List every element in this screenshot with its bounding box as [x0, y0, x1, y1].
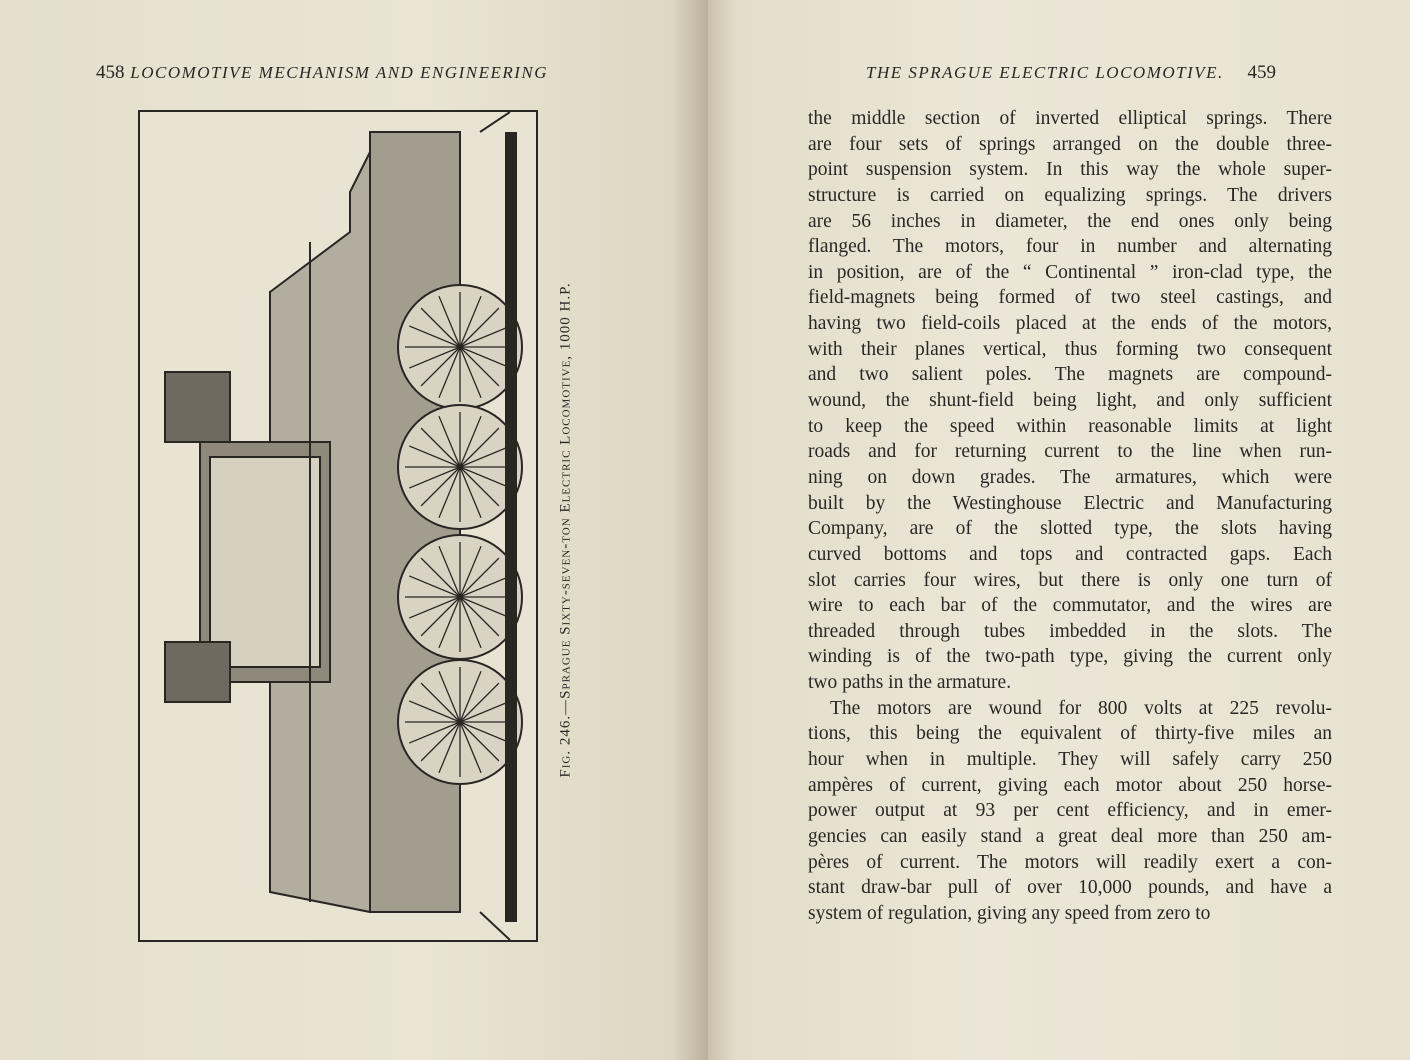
locomotive-illustration	[138, 110, 538, 942]
wheel-spoke	[438, 721, 461, 774]
wheel-spoke	[438, 415, 461, 468]
wheel-spoke	[438, 466, 461, 519]
wheel-spoke	[459, 682, 500, 723]
page-number-left: 458	[96, 62, 125, 83]
wheel-spoke	[459, 545, 482, 598]
text-line: point suspension system. In this way the…	[808, 159, 1332, 181]
text-line: with their planes vertical, thus forming…	[808, 338, 1332, 360]
text-line: ampères of current, giving each motor ab…	[808, 774, 1332, 796]
text-line: flanged. The motors, four in number and …	[808, 236, 1332, 258]
wheel-spoke	[459, 721, 512, 744]
wheel-spoke	[459, 466, 482, 519]
wheel-spoke	[408, 575, 461, 598]
wheel-spoke	[459, 427, 500, 468]
right-running-head: THE SPRAGUE ELECTRIC LOCOMOTIVE. 459	[866, 62, 1276, 84]
wheel-spoke	[459, 596, 500, 637]
left-running-head: 458 LOCOMOTIVE MECHANISM AND ENGINEERING	[96, 62, 548, 84]
text-line: having two field-coils placed at the end…	[808, 313, 1332, 335]
text-line: and two salient poles. The magnets are c…	[808, 364, 1332, 386]
text-line: curved bottoms and tops and contracted g…	[808, 543, 1332, 565]
wheel-spoke	[459, 721, 500, 762]
wheel-spoke	[420, 721, 461, 762]
wheel-spoke	[459, 596, 482, 649]
wheel-spoke	[420, 466, 461, 507]
wheel-spoke	[459, 575, 512, 598]
text-line: are 56 inches in diameter, the end ones …	[808, 210, 1332, 232]
wheel-spoke	[459, 596, 512, 619]
wheel-spoke	[459, 721, 482, 774]
text-line: built by the Westinghouse Electric and M…	[808, 492, 1332, 514]
text-line: the middle section of inverted elliptica…	[808, 108, 1332, 129]
wheel-spoke	[420, 557, 461, 598]
wheel-spoke	[459, 670, 482, 723]
wheel-spoke	[459, 325, 512, 348]
locomotive-engraving	[164, 112, 523, 940]
text-line: to keep the speed within reasonable limi…	[808, 415, 1332, 437]
wheel-spoke	[420, 596, 461, 637]
wheel-spoke	[459, 445, 512, 468]
text-line: Company, are of the slotted type, the sl…	[808, 518, 1332, 540]
text-line: system of regulation, giving any speed f…	[808, 902, 1211, 924]
right-head-title: THE SPRAGUE ELECTRIC LOCOMOTIVE.	[866, 63, 1224, 82]
text-line: gencies can easily stand a great deal mo…	[808, 825, 1332, 847]
wheel-spoke	[420, 427, 461, 468]
wheel-spoke	[408, 466, 461, 489]
wheel-spoke	[438, 670, 461, 723]
body-text: the middle section of inverted elliptica…	[808, 106, 1332, 927]
text-line: wire to each bar of the commutator, and …	[808, 595, 1332, 617]
page-number-right: 459	[1247, 62, 1277, 83]
wheel-spoke	[408, 325, 461, 348]
wheel-spoke	[420, 682, 461, 723]
text-line: tions, this being the equivalent of thir…	[808, 723, 1332, 745]
wheel-spoke	[408, 596, 461, 619]
figure-caption: Fig. 246.—Sprague Sixty-seven-ton Electr…	[557, 282, 574, 778]
wheel-spoke	[438, 295, 461, 348]
text-line: threaded through tubes imbedded in the s…	[808, 620, 1332, 642]
text-line: structure is carried on equalizing sprin…	[808, 184, 1332, 206]
text-line: roads and for returning current to the l…	[808, 441, 1332, 463]
text-line: slot carries four wires, but there is on…	[808, 569, 1332, 591]
wheel-spoke	[459, 557, 500, 598]
wheel-spoke	[459, 415, 482, 468]
text-line: hour when in multiple. They will safely …	[808, 749, 1332, 771]
wheel-spoke	[408, 445, 461, 468]
text-line: The motors are wound for 800 volts at 22…	[830, 697, 1332, 719]
wheel-spoke	[408, 700, 461, 723]
wheel-spoke	[459, 700, 512, 723]
wheel-spoke	[438, 346, 461, 399]
wheel-spoke	[459, 307, 500, 348]
text-line: power output at 93 per cent efficiency, …	[808, 800, 1332, 822]
text-line: two paths in the armature.	[808, 672, 1012, 694]
wheel-spoke	[459, 346, 512, 369]
wheel-spoke	[459, 346, 500, 387]
wheel-spoke	[420, 346, 461, 387]
wheel-spoke	[438, 545, 461, 598]
text-line: wound, the shunt-field being light, and …	[808, 390, 1332, 412]
text-line: stant draw-bar pull of over 10,000 pound…	[808, 877, 1332, 899]
wheel-spoke	[438, 596, 461, 649]
text-line: in position, are of the “ Continental ” …	[808, 261, 1332, 283]
wheel-spoke	[459, 346, 482, 399]
wheel-spoke	[420, 307, 461, 348]
left-head-title: LOCOMOTIVE MECHANISM AND ENGINEERING	[130, 63, 548, 82]
wheel-spoke	[459, 466, 512, 489]
wheel-spoke	[408, 721, 461, 744]
wheel-spoke	[408, 346, 461, 369]
text-line: pères of current. The motors will readil…	[808, 851, 1332, 873]
wheel-spoke	[459, 466, 500, 507]
text-line: winding is of the two-path type, giving …	[808, 646, 1332, 668]
right-page: THE SPRAGUE ELECTRIC LOCOMOTIVE. 459	[708, 0, 1410, 1060]
text-line: are four sets of springs arranged on the…	[808, 133, 1332, 155]
left-page: 458 LOCOMOTIVE MECHANISM AND ENGINEERING	[0, 0, 708, 1060]
text-line: ning on down grades. The armatures, whic…	[808, 466, 1332, 488]
wheel-spoke	[459, 295, 482, 348]
text-line: field-magnets being formed of two steel …	[808, 287, 1332, 309]
